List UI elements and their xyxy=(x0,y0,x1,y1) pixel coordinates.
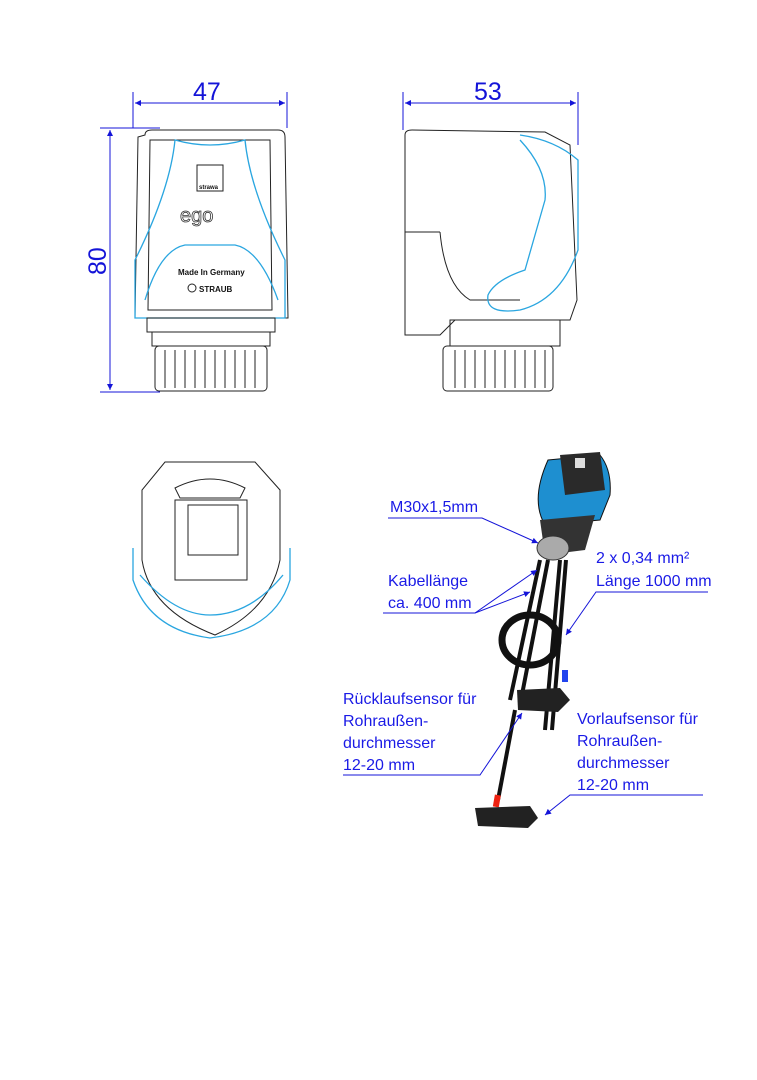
cable-length-callout: Kabellänge ca. 400 mm xyxy=(383,569,538,614)
return-sensor-line4: 12-20 mm xyxy=(343,757,415,774)
bottom-view xyxy=(132,461,291,639)
front-view: strawa ego Made In Germany STRAUB xyxy=(134,129,289,392)
height-value: 80 xyxy=(84,247,112,275)
cable-length-line1: Kabellänge xyxy=(388,573,468,590)
cable-spec-callout: 2 x 0,34 mm² Länge 1000 mm xyxy=(565,550,712,636)
flow-sensor-line1: Vorlaufsensor für xyxy=(577,711,699,728)
strawa-logo: strawa xyxy=(199,185,219,191)
width-dimension: 47 xyxy=(132,78,288,128)
return-sensor-line1: Rücklaufsensor für xyxy=(343,691,477,708)
thread-callout: M30x1,5mm xyxy=(388,499,539,544)
side-view xyxy=(404,129,579,392)
product-3d-render xyxy=(475,452,611,828)
thread-label: M30x1,5mm xyxy=(390,499,478,516)
flow-sensor-line3: durchmesser xyxy=(577,755,670,772)
width-value: 47 xyxy=(193,78,221,106)
return-sensor-line2: Rohraußen- xyxy=(343,713,428,730)
flow-sensor-line2: Rohraußen- xyxy=(577,733,662,750)
cable-spec-line2: Länge 1000 mm xyxy=(596,573,712,590)
return-sensor-line3: durchmesser xyxy=(343,735,436,752)
return-sensor-callout: Rücklaufsensor für Rohraußen- durchmesse… xyxy=(343,691,523,776)
ego-logo: ego xyxy=(180,205,213,227)
made-in-label: Made In Germany xyxy=(178,268,245,277)
cable-spec-line1: 2 x 0,34 mm² xyxy=(596,550,690,567)
cable-length-line2: ca. 400 mm xyxy=(388,595,472,612)
flow-sensor-line4: 12-20 mm xyxy=(577,777,649,794)
depth-value: 53 xyxy=(474,78,502,106)
height-dimension: 80 xyxy=(84,127,160,393)
flow-sensor-callout: Vorlaufsensor für Rohraußen- durchmesser… xyxy=(544,711,703,816)
straub-logo: STRAUB xyxy=(199,285,233,294)
depth-dimension: 53 xyxy=(402,78,579,145)
